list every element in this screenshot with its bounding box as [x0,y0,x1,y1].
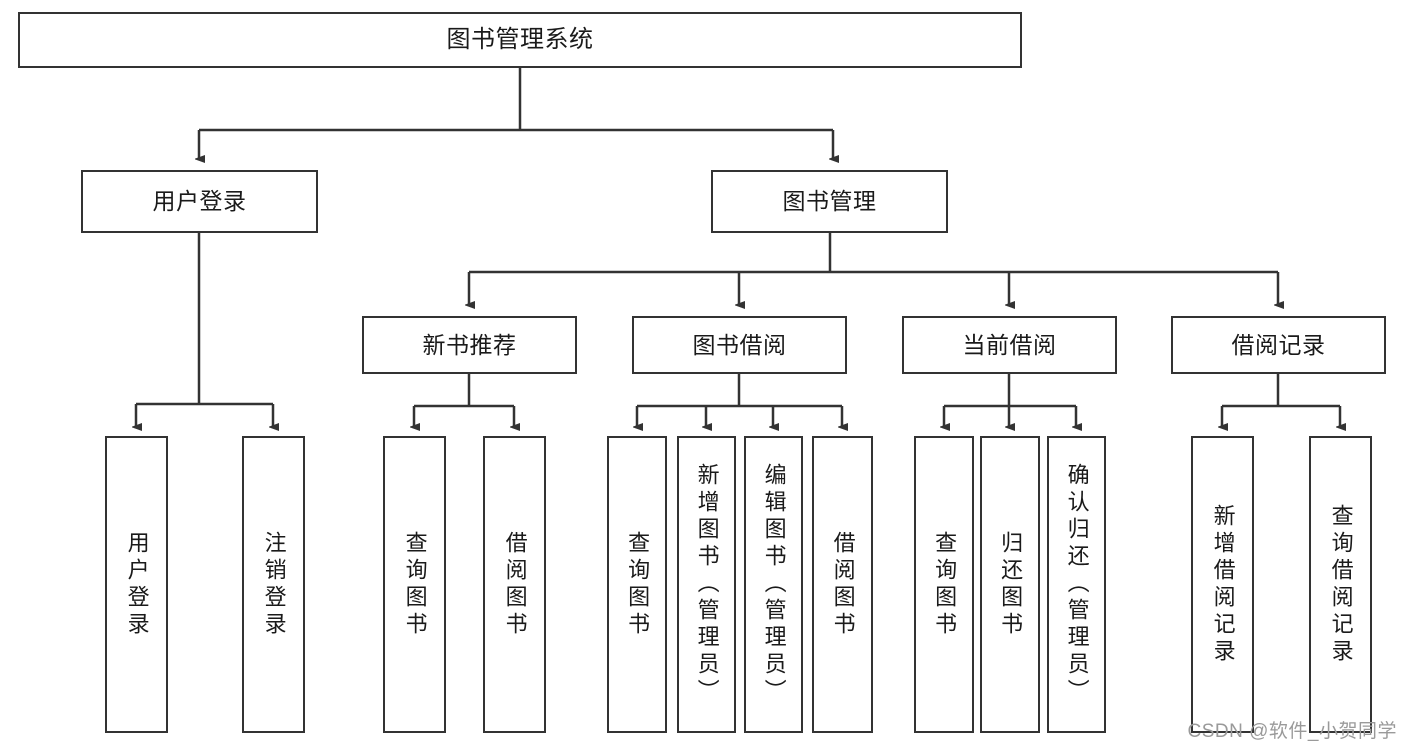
node-book-management[interactable]: 图书管理 [711,170,948,233]
leaf-user-login-login[interactable]: 用户登录 [105,436,168,733]
node-label: 用户登录 [152,188,247,215]
node-label: 图书管理系统 [446,26,594,53]
node-label: 借阅记录 [1231,331,1326,358]
node-label: 新增图书（管理员） [694,463,720,706]
node-new-book-recommend[interactable]: 新书推荐 [362,316,577,374]
node-label: 注销登录 [261,530,287,639]
node-user-login[interactable]: 用户登录 [81,170,318,233]
node-book-borrow[interactable]: 图书借阅 [632,316,847,374]
node-label: 编辑图书（管理员） [761,463,787,706]
leaf-new-book-borrow-book[interactable]: 借阅图书 [483,436,546,733]
node-label: 新书推荐 [422,331,517,358]
node-label: 借阅图书 [502,530,528,639]
leaf-current-borrow-confirm-return-admin[interactable]: 确认归还（管理员） [1047,436,1106,733]
node-root-book-management-system[interactable]: 图书管理系统 [18,12,1022,68]
node-current-borrow[interactable]: 当前借阅 [902,316,1117,374]
leaf-book-borrow-query-book[interactable]: 查询图书 [607,436,667,733]
leaf-book-borrow-borrow-book[interactable]: 借阅图书 [812,436,873,733]
node-label: 归还图书 [998,530,1024,639]
node-label: 用户登录 [124,530,150,639]
node-label: 查询图书 [625,530,651,639]
node-label: 借阅图书 [830,530,856,639]
node-label: 图书管理 [782,188,877,215]
leaf-user-login-logout[interactable]: 注销登录 [242,436,305,733]
leaf-current-borrow-return-book[interactable]: 归还图书 [980,436,1040,733]
node-label: 新增借阅记录 [1210,503,1236,666]
node-label: 当前借阅 [962,331,1057,358]
leaf-new-book-query-book[interactable]: 查询图书 [383,436,446,733]
watermark-text: CSDN @软件_小贺同学 [1187,721,1397,742]
leaf-book-borrow-add-book-admin[interactable]: 新增图书（管理员） [677,436,736,733]
leaf-borrow-record-add-record[interactable]: 新增借阅记录 [1191,436,1254,733]
leaf-current-borrow-query-book[interactable]: 查询图书 [914,436,974,733]
node-label: 查询借阅记录 [1328,503,1354,666]
leaf-borrow-record-query-record[interactable]: 查询借阅记录 [1309,436,1372,733]
node-label: 确认归还（管理员） [1064,463,1090,706]
node-label: 查询图书 [402,530,428,639]
node-label: 图书借阅 [692,331,787,358]
node-label: 查询图书 [932,530,958,639]
node-borrow-record[interactable]: 借阅记录 [1171,316,1386,374]
leaf-book-borrow-edit-book-admin[interactable]: 编辑图书（管理员） [744,436,803,733]
